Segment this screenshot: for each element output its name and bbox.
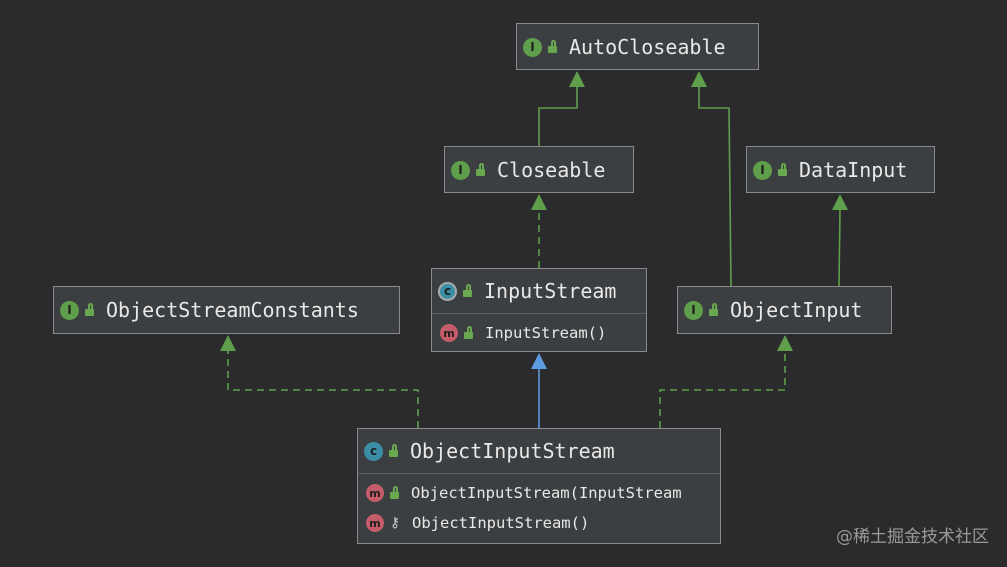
node-objectinputstream[interactable]: c ObjectInputStream m ObjectInputStream(… [357, 428, 721, 544]
node-objectstreamconstants-header: I ObjectStreamConstants [54, 287, 399, 333]
member-item[interactable]: m InputStream() [432, 318, 646, 348]
method-icon: m [440, 324, 458, 342]
arrowhead-autocloseable-right [691, 71, 707, 87]
arrowhead-autocloseable-left [569, 71, 585, 87]
node-inputstream-name: InputStream [484, 279, 617, 303]
interface-icon: I [451, 160, 470, 180]
member-list: m InputStream() [432, 313, 646, 352]
node-objectstreamconstants-name: ObjectStreamConstants [106, 298, 359, 322]
method-icon: m [366, 484, 384, 502]
node-objectinput[interactable]: I ObjectInput [677, 286, 892, 334]
protected-key-icon: ⚷ [389, 515, 401, 531]
abstract-class-icon: c [438, 281, 457, 301]
arrowhead-objectinput [777, 335, 793, 351]
edge-closeable-autocloseable [538, 86, 578, 146]
member-item[interactable]: m ⚷ ObjectInputStream() [358, 508, 720, 538]
node-autocloseable-header: I AutoCloseable [517, 24, 758, 70]
method-icon: m [366, 514, 384, 532]
edge-objectinput-autocloseable [698, 86, 732, 287]
arrowhead-closeable [531, 194, 547, 210]
node-closeable[interactable]: I Closeable [444, 146, 634, 193]
node-objectinput-header: I ObjectInput [678, 287, 891, 333]
edge-objectinputstream-objectstreamconstants [227, 351, 419, 428]
node-closeable-header: I Closeable [445, 147, 633, 193]
public-lock-icon [548, 40, 557, 53]
class-icon: c [364, 441, 383, 461]
node-objectinput-name: ObjectInput [730, 298, 863, 322]
node-objectinputstream-header: c ObjectInputStream [358, 429, 720, 473]
public-lock-icon [778, 163, 787, 176]
member-list: m ObjectInputStream(InputStream m ⚷ Obje… [358, 473, 720, 542]
interface-icon: I [753, 160, 772, 180]
edge-objectinputstream-objectinput [659, 351, 786, 428]
member-label: ObjectInputStream(InputStream [411, 484, 682, 502]
interface-icon: I [684, 300, 703, 320]
arrowhead-objectstreamconstants [220, 335, 236, 351]
public-lock-icon [709, 303, 718, 316]
public-lock-icon [464, 326, 473, 339]
public-lock-icon [390, 486, 399, 499]
arrowhead-datainput [832, 194, 848, 210]
public-lock-icon [476, 163, 485, 176]
node-datainput-header: I DataInput [747, 147, 934, 193]
node-autocloseable[interactable]: I AutoCloseable [516, 23, 759, 70]
node-datainput[interactable]: I DataInput [746, 146, 935, 193]
node-objectstreamconstants[interactable]: I ObjectStreamConstants [53, 286, 400, 334]
edge-objectinput-datainput [838, 208, 841, 287]
arrowhead-inputstream [531, 353, 547, 369]
member-label: ObjectInputStream() [412, 514, 590, 532]
node-autocloseable-name: AutoCloseable [569, 35, 726, 59]
public-lock-icon [389, 444, 398, 457]
public-lock-icon [463, 284, 472, 297]
node-datainput-name: DataInput [799, 158, 908, 182]
interface-icon: I [523, 37, 542, 57]
interface-icon: I [60, 300, 79, 320]
watermark: @稀土掘金技术社区 [836, 527, 989, 547]
node-objectinputstream-name: ObjectInputStream [410, 439, 615, 463]
node-inputstream-header: c InputStream [432, 269, 646, 313]
member-label: InputStream() [485, 324, 607, 342]
member-item[interactable]: m ObjectInputStream(InputStream [358, 478, 720, 508]
public-lock-icon [85, 303, 94, 316]
node-inputstream[interactable]: c InputStream m InputStream() [431, 268, 647, 352]
node-closeable-name: Closeable [497, 158, 606, 182]
